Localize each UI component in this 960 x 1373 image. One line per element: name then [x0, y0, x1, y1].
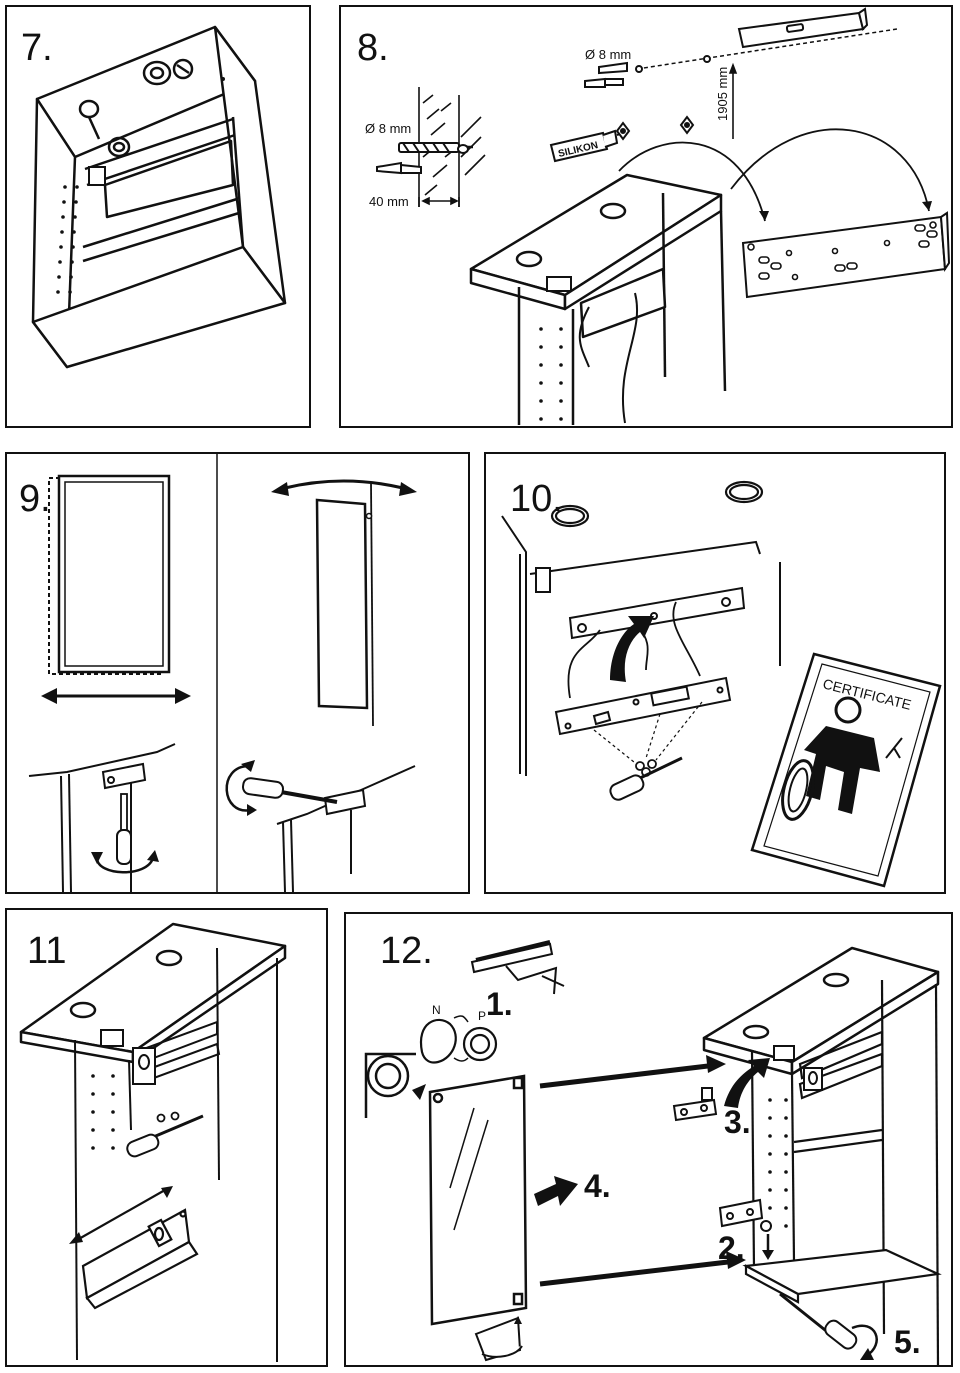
mounting-rail-icon — [568, 586, 746, 640]
step-9-number: 9. — [19, 478, 51, 520]
spotlight-icon — [742, 972, 850, 1040]
screwdriver-icon — [116, 793, 132, 865]
screw-plug-icon — [376, 161, 422, 175]
cover-rail-icon — [81, 1208, 199, 1310]
step-8-panel: 8. Ø 8 mm 40 mm Ø 8 m — [339, 5, 953, 428]
screwdriver-icon — [126, 1114, 204, 1158]
step-11-panel: 11 — [5, 908, 328, 1367]
bracket-icon — [100, 1029, 124, 1047]
step-10-illustration: CERTIFICATE — [501, 480, 942, 888]
drill-depth-label: 40 mm — [369, 194, 409, 209]
spirit-level-icon — [737, 7, 869, 49]
drill-diameter-top-label: Ø 8 mm — [585, 47, 631, 62]
step-7-number: 7. — [21, 27, 53, 69]
transformer-bar-icon — [554, 676, 732, 736]
step-11-number: 11 — [27, 930, 67, 972]
rotate-arrow-icon — [91, 850, 159, 874]
lift-arrow-icon — [610, 616, 654, 682]
step-11-illustration — [19, 922, 287, 1362]
step-10-panel: 10. — [484, 452, 946, 894]
bracket-icon — [546, 276, 572, 292]
hinge-plate-icon — [672, 1087, 772, 1232]
step-8-illustration: Ø 8 mm 40 mm Ø 8 mm — [365, 7, 951, 425]
n-label: N — [432, 1003, 441, 1017]
mirror-door-icon — [428, 1074, 528, 1326]
bracket-icon — [535, 567, 551, 593]
spotlight-icon — [78, 58, 194, 158]
step-12-number: 12. — [380, 930, 433, 972]
bracket-icon — [773, 1045, 795, 1061]
screwdriver-icon — [779, 1292, 858, 1350]
plug-icon — [584, 61, 628, 88]
step-9-illustration — [28, 454, 417, 892]
substep-3: 3. — [724, 1104, 751, 1140]
rotate-arrow-icon — [225, 760, 257, 816]
substep-5: 5. — [894, 1324, 921, 1360]
horizontal-arrow-icon — [271, 479, 417, 496]
substep-4: 4. — [584, 1168, 611, 1204]
screwdriver-icon — [609, 756, 683, 801]
shelf-holes — [56, 185, 79, 294]
step-7-panel: 7. — [5, 5, 311, 428]
substep-1: 1. — [486, 986, 513, 1022]
mount-height-label: 1905 mm — [715, 67, 730, 121]
rotate-arrow-icon — [851, 1324, 878, 1360]
hinge-cap-icon — [419, 1018, 498, 1064]
p-label: P — [478, 1009, 486, 1023]
spotlight-icon — [69, 949, 183, 1019]
bracket-icon — [88, 166, 106, 186]
step-8-number: 8. — [357, 27, 389, 69]
drill-diameter-label: Ø 8 mm — [365, 121, 411, 136]
silicone-tube-icon — [549, 129, 624, 163]
spotlight-icon — [550, 480, 764, 528]
step-9-panel: 9. — [5, 452, 470, 894]
hinge-cup-icon — [364, 1052, 416, 1118]
spotlight-icon — [515, 202, 627, 268]
horizontal-arrow-icon — [41, 688, 191, 704]
certificate-icon: CERTIFICATE — [750, 652, 942, 888]
diagonal-arrow-icon — [69, 1186, 173, 1244]
screwdriver-icon — [241, 777, 338, 804]
step-12-panel: 12. 1. 3. 4. 2. 5. N P — [344, 912, 953, 1367]
step-7-illustration — [31, 25, 287, 369]
step-12-illustration: N P — [364, 940, 942, 1365]
insert-arrow-icon — [534, 1055, 746, 1287]
